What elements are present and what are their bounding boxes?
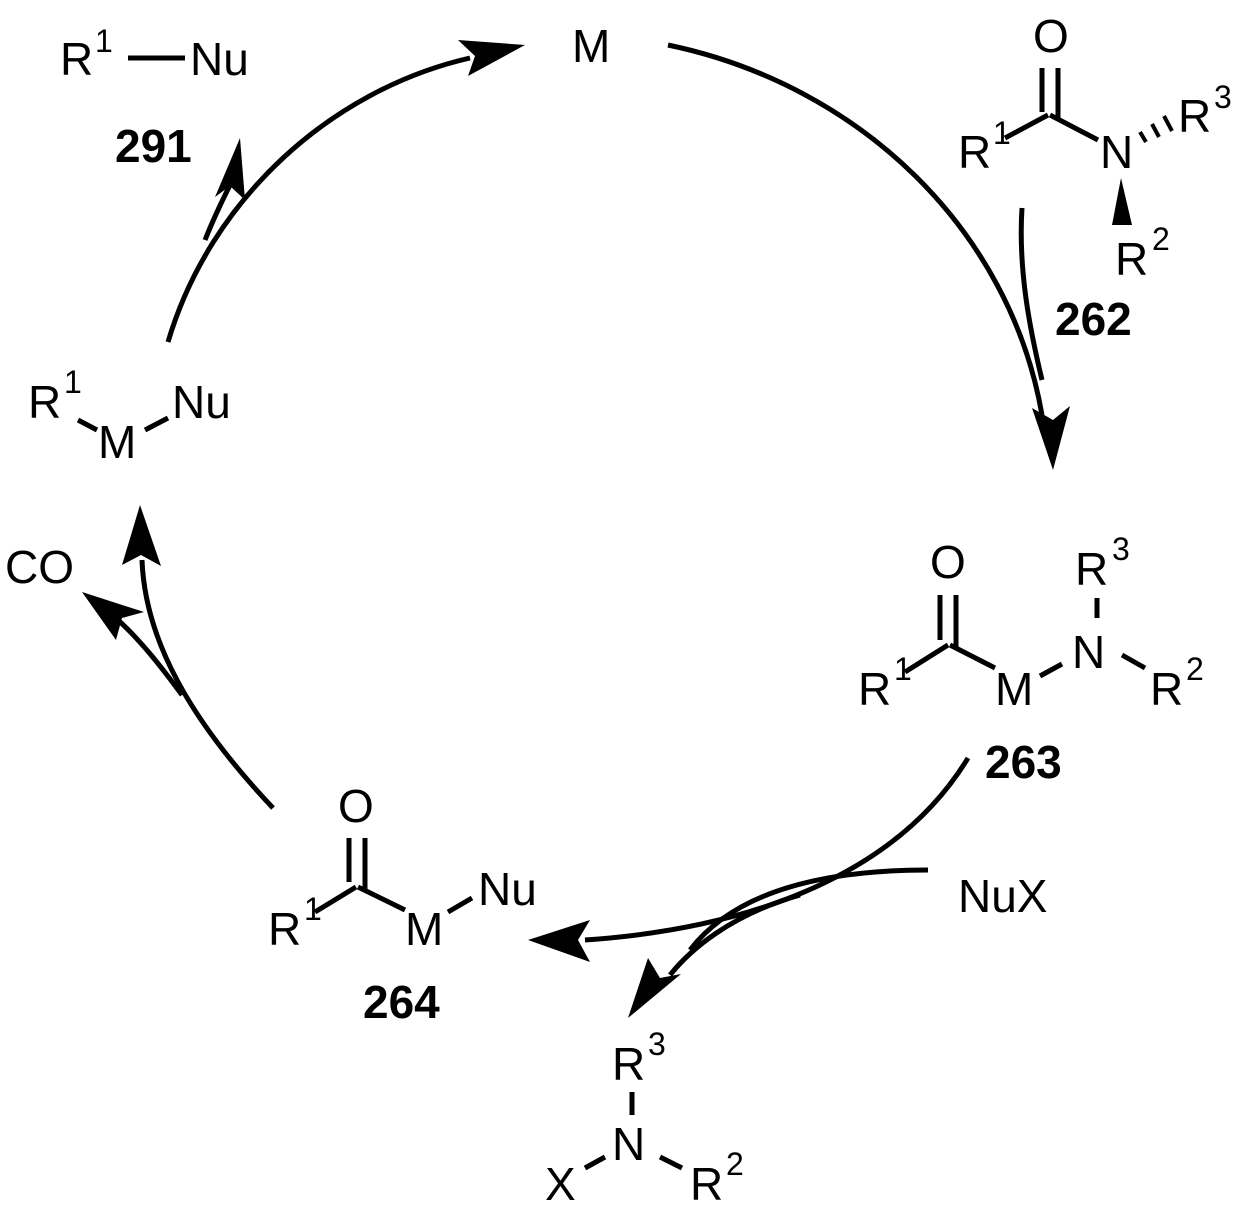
amide-hashed-wedge — [1138, 115, 1174, 144]
amide-n: N — [1100, 126, 1133, 178]
int263-r3-sup: 3 — [1112, 531, 1130, 567]
amide-r1: R — [958, 126, 991, 178]
int264-o: O — [338, 780, 374, 832]
product-291: R 1 Nu 291 — [60, 23, 249, 172]
rmnu-m-nu-bond — [143, 415, 170, 433]
amide-o: O — [1033, 10, 1069, 62]
int263-n: N — [1072, 626, 1105, 678]
intermediate-264: O R 1 M Nu 264 — [268, 780, 537, 1028]
amide-r2-sup: 2 — [1152, 221, 1170, 257]
compound-number-291: 291 — [115, 120, 192, 172]
rmnu-nu: Nu — [172, 376, 231, 428]
arrowhead-to-291 — [215, 138, 245, 200]
byproduct-r3-sup: 3 — [648, 1026, 666, 1062]
int263-r3: R — [1075, 543, 1108, 595]
arc-catalyst-to-263 — [667, 42, 1045, 416]
int264-nu: Nu — [478, 863, 537, 915]
compound-number-262: 262 — [1055, 293, 1132, 345]
int263-r1-sup: 1 — [894, 651, 912, 687]
product-nu: Nu — [190, 33, 249, 85]
int264-r1-sup: 1 — [304, 891, 322, 927]
reagent-nux: NuX — [958, 870, 1047, 922]
amide-r3-sup: 3 — [1214, 79, 1232, 115]
arrowhead-to-rmnu — [122, 505, 161, 566]
arrowhead-to-co — [82, 592, 144, 640]
amide-262: O R 1 N R 3 R 2 262 — [958, 10, 1232, 345]
int263-c-m-bond — [948, 642, 997, 671]
int263-r2: R — [1150, 663, 1183, 715]
arc-byproduct-branch — [668, 892, 801, 977]
rmnu-r1-m-bond — [76, 417, 99, 433]
byproduct-r2-sup: 2 — [726, 1146, 744, 1182]
intermediate-263: O R 1 M N R 3 R 2 263 — [858, 531, 1204, 788]
amide-r3: R — [1178, 90, 1211, 142]
compound-number-264: 264 — [363, 976, 440, 1028]
catalyst-label: M — [572, 20, 610, 72]
byproduct-r2: R — [690, 1158, 723, 1209]
arrowhead-to-catalyst — [458, 40, 525, 76]
rmnu-r1-sup: 1 — [64, 364, 82, 400]
arc-264-to-rmnu — [139, 559, 275, 810]
byproduct-r3: R — [612, 1038, 645, 1090]
byproduct-amine: R 3 N X R 2 — [545, 1026, 744, 1209]
int263-r1-c-bond — [903, 642, 950, 675]
int264-r1: R — [268, 903, 301, 955]
amide-c-n-bond — [1048, 112, 1100, 143]
int263-o: O — [930, 536, 966, 588]
product-r-sup: 1 — [95, 23, 113, 59]
arrowhead-to-byproduct — [628, 958, 681, 1018]
arrowhead-to-264 — [528, 920, 590, 962]
byproduct-n: N — [612, 1118, 645, 1170]
int263-n-r2-bond — [1120, 652, 1147, 671]
arc-262-join — [1018, 207, 1045, 381]
rmnu-r1: R — [28, 376, 61, 428]
byproduct-n-r2-bond — [658, 1154, 684, 1171]
byproduct-x: X — [545, 1158, 576, 1209]
arc-263-to-264 — [584, 756, 971, 943]
intermediate-rmnu: R 1 M Nu — [28, 364, 231, 468]
int263-m: M — [995, 663, 1033, 715]
co-label: CO — [5, 541, 74, 593]
arc-co-branch — [116, 618, 185, 697]
int263-r1: R — [858, 663, 891, 715]
int264-r1-c-bond — [313, 884, 358, 915]
int264-m-nu-bond — [446, 895, 474, 915]
amide-r1-c-bond — [1003, 112, 1050, 141]
amide-r1-sup: 1 — [993, 115, 1011, 151]
byproduct-x-n-bond — [583, 1154, 607, 1171]
rmnu-m: M — [98, 416, 136, 468]
int263-m-n-bond — [1038, 661, 1064, 679]
arc-nux-join — [688, 867, 929, 952]
arrowhead-to-263 — [1032, 406, 1070, 470]
amide-r2: R — [1115, 233, 1148, 285]
int264-m: M — [405, 903, 443, 955]
product-r: R — [60, 33, 93, 85]
compound-number-263: 263 — [985, 736, 1062, 788]
arc-rmnu-to-catalyst — [165, 55, 471, 343]
amide-solid-wedge — [1112, 178, 1132, 225]
int264-c-m-bond — [356, 884, 407, 913]
int263-r2-sup: 2 — [1186, 651, 1204, 687]
